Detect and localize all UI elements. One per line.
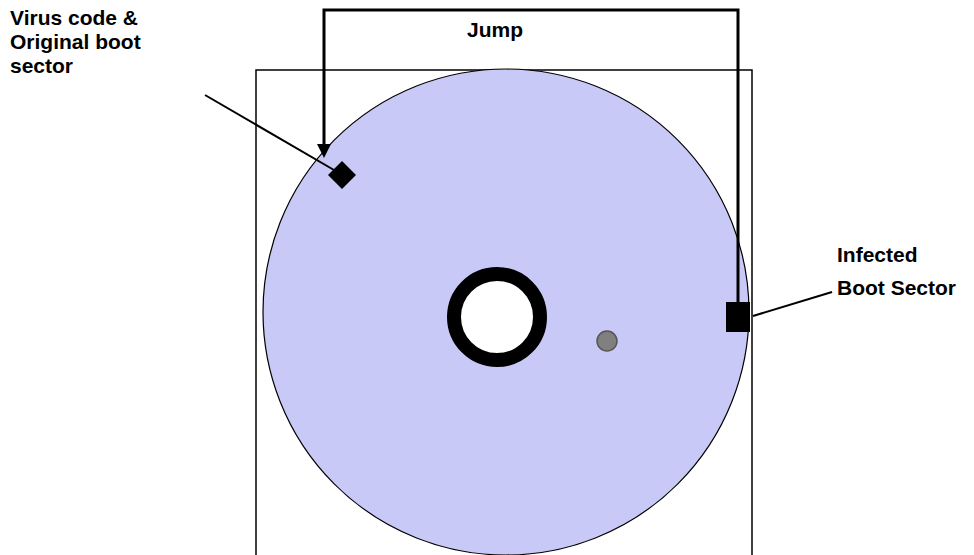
callout-label: Virus code & Original boot sector	[10, 6, 180, 78]
leader-line	[205, 95, 334, 170]
virus-code-sector	[328, 161, 356, 189]
index-hole	[597, 331, 617, 351]
arrow-label: Jump	[467, 18, 557, 42]
jump-arrowhead	[317, 144, 331, 158]
infected-boot-sector	[726, 302, 750, 332]
jump-line	[324, 10, 738, 302]
disk-surface	[263, 69, 749, 555]
callout-label: Infected Boot Sector	[837, 238, 969, 304]
leader-line	[753, 292, 832, 316]
disk-jacket	[256, 70, 752, 555]
disk-hub	[454, 274, 540, 360]
